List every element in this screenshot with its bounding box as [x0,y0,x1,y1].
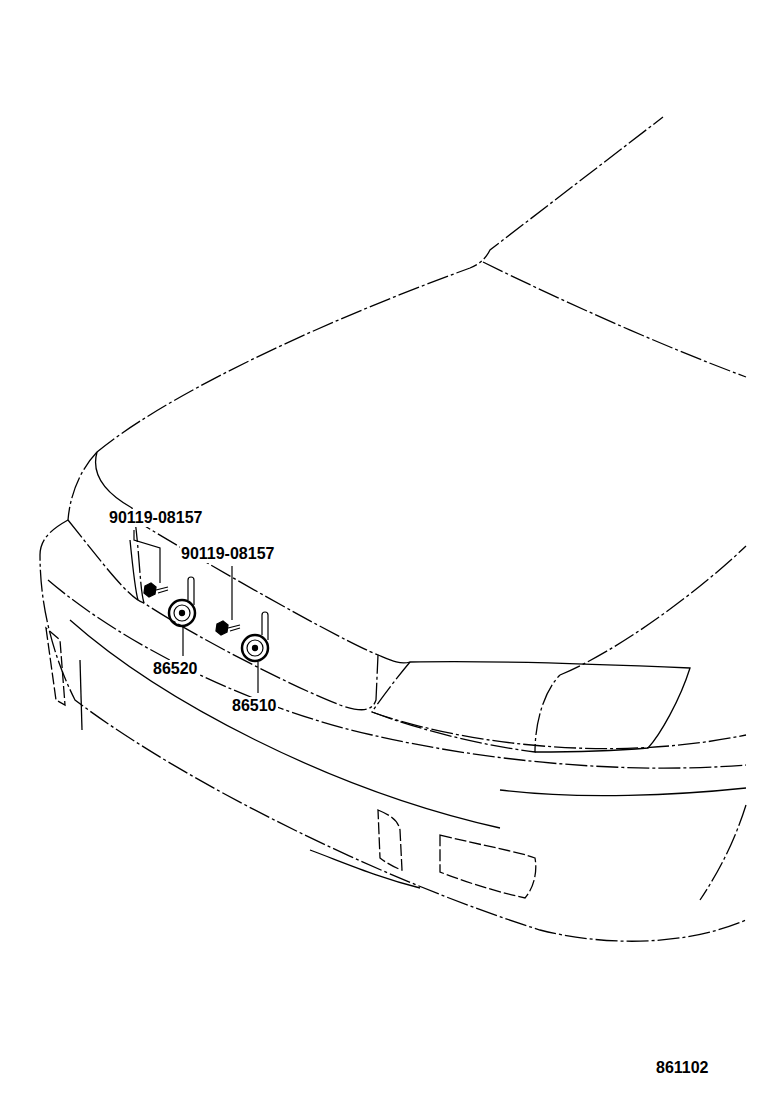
bumper-mid [70,620,500,828]
headlight [378,655,690,752]
bumper-line [80,660,82,730]
horn [169,577,195,626]
bumper-edge [700,805,746,900]
hood-edge [483,262,746,377]
horn [242,612,268,661]
bolt [144,583,168,597]
leader-line [257,662,258,693]
bolt [216,621,240,635]
bumper-line [500,788,746,796]
leader-line [231,566,232,620]
leader-line [134,530,160,583]
side-light [46,628,65,705]
hood-edge [97,117,663,452]
headlight [372,662,560,752]
grille-outline [135,520,378,710]
part-number: 90119-08157 [180,545,275,563]
fog-lamp [378,810,402,870]
bumper-mid [48,580,746,768]
callout-number: 86510 [231,697,278,715]
leader-line [182,627,183,656]
bumper-line [310,850,420,888]
bumper-top [372,712,746,749]
fender-line [560,546,746,675]
callout-number: 86520 [152,660,199,678]
part-number: 90119-08157 [108,509,203,527]
bumper-upper [68,520,144,603]
hood-corner [68,452,97,520]
grille-line [130,540,138,600]
fog-lamp [440,835,536,898]
figure-number: 861102 [655,1059,710,1077]
bumper-outline [40,520,746,941]
